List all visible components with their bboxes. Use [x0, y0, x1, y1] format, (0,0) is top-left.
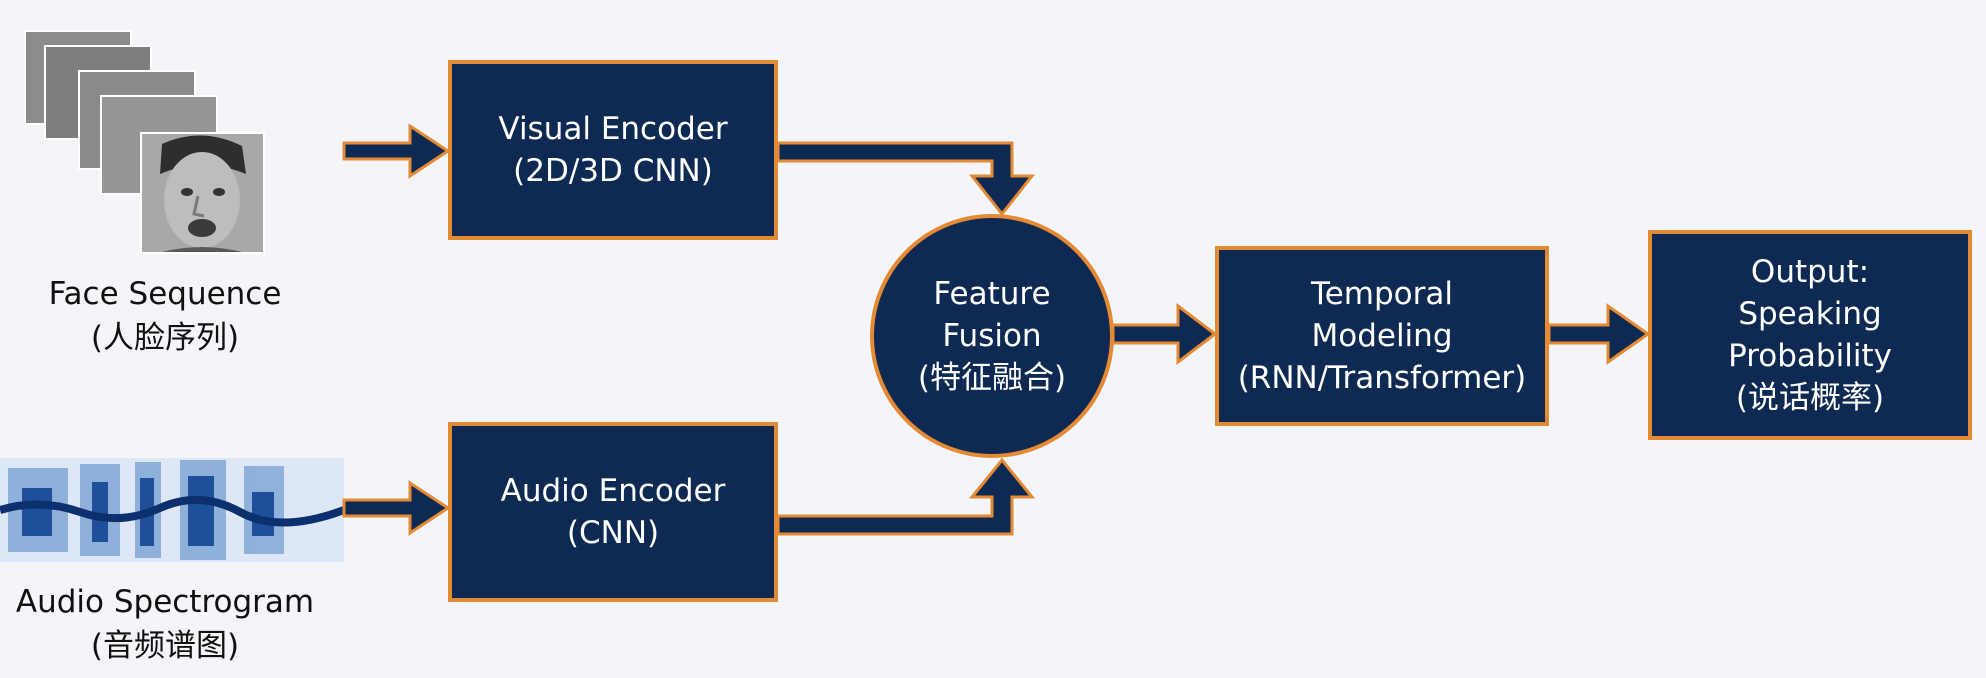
- output-line1: Output:: [1750, 254, 1870, 290]
- audio-encoder-node: Audio Encoder (CNN): [448, 422, 778, 602]
- visual-encoder-subtitle: (2D/3D CNN): [513, 153, 713, 189]
- audio-spectrogram-label-zh: (音频谱图): [90, 628, 240, 664]
- feature-fusion-line3: (特征融合): [917, 360, 1067, 396]
- temporal-modeling-node: Temporal Modeling (RNN/Transformer): [1215, 246, 1549, 426]
- arrow-visual-to-fusion: [776, 141, 1036, 217]
- face-frame: [140, 132, 265, 254]
- face-sequence-caption: Face Sequence (人脸序列): [20, 272, 310, 360]
- output-line3: Probability: [1728, 338, 1892, 374]
- arrow-temporal-to-output: [1547, 303, 1651, 365]
- audio-encoder-subtitle: (CNN): [566, 515, 660, 551]
- face-icon: [142, 134, 263, 252]
- face-sequence-label-zh: (人脸序列): [90, 320, 240, 356]
- output-node: Output: Speaking Probability (说话概率): [1648, 230, 1972, 440]
- audio-spectrogram-caption: Audio Spectrogram (音频谱图): [0, 580, 330, 668]
- feature-fusion-line2: Fusion: [942, 318, 1042, 354]
- visual-encoder-node: Visual Encoder (2D/3D CNN): [448, 60, 778, 240]
- arrow-audio-to-encoder: [342, 480, 451, 536]
- arrow-face-to-visual: [342, 123, 451, 179]
- output-line2: Speaking: [1738, 296, 1882, 332]
- arrow-fusion-to-temporal: [1111, 302, 1218, 366]
- audio-spectrogram-image: [0, 458, 344, 562]
- visual-encoder-title: Visual Encoder: [498, 111, 728, 147]
- temporal-line1: Temporal: [1311, 276, 1453, 312]
- temporal-line2: Modeling: [1311, 318, 1453, 354]
- face-sequence-label: Face Sequence: [48, 276, 282, 312]
- audio-encoder-title: Audio Encoder: [500, 473, 726, 509]
- audio-spectrogram-label: Audio Spectrogram: [15, 584, 315, 620]
- temporal-line3: (RNN/Transformer): [1237, 360, 1527, 396]
- feature-fusion-node: Feature Fusion (特征融合): [870, 214, 1114, 458]
- feature-fusion-line1: Feature: [933, 276, 1051, 312]
- arrow-audio-to-fusion: [776, 457, 1036, 536]
- output-line4: (说话概率): [1735, 380, 1885, 416]
